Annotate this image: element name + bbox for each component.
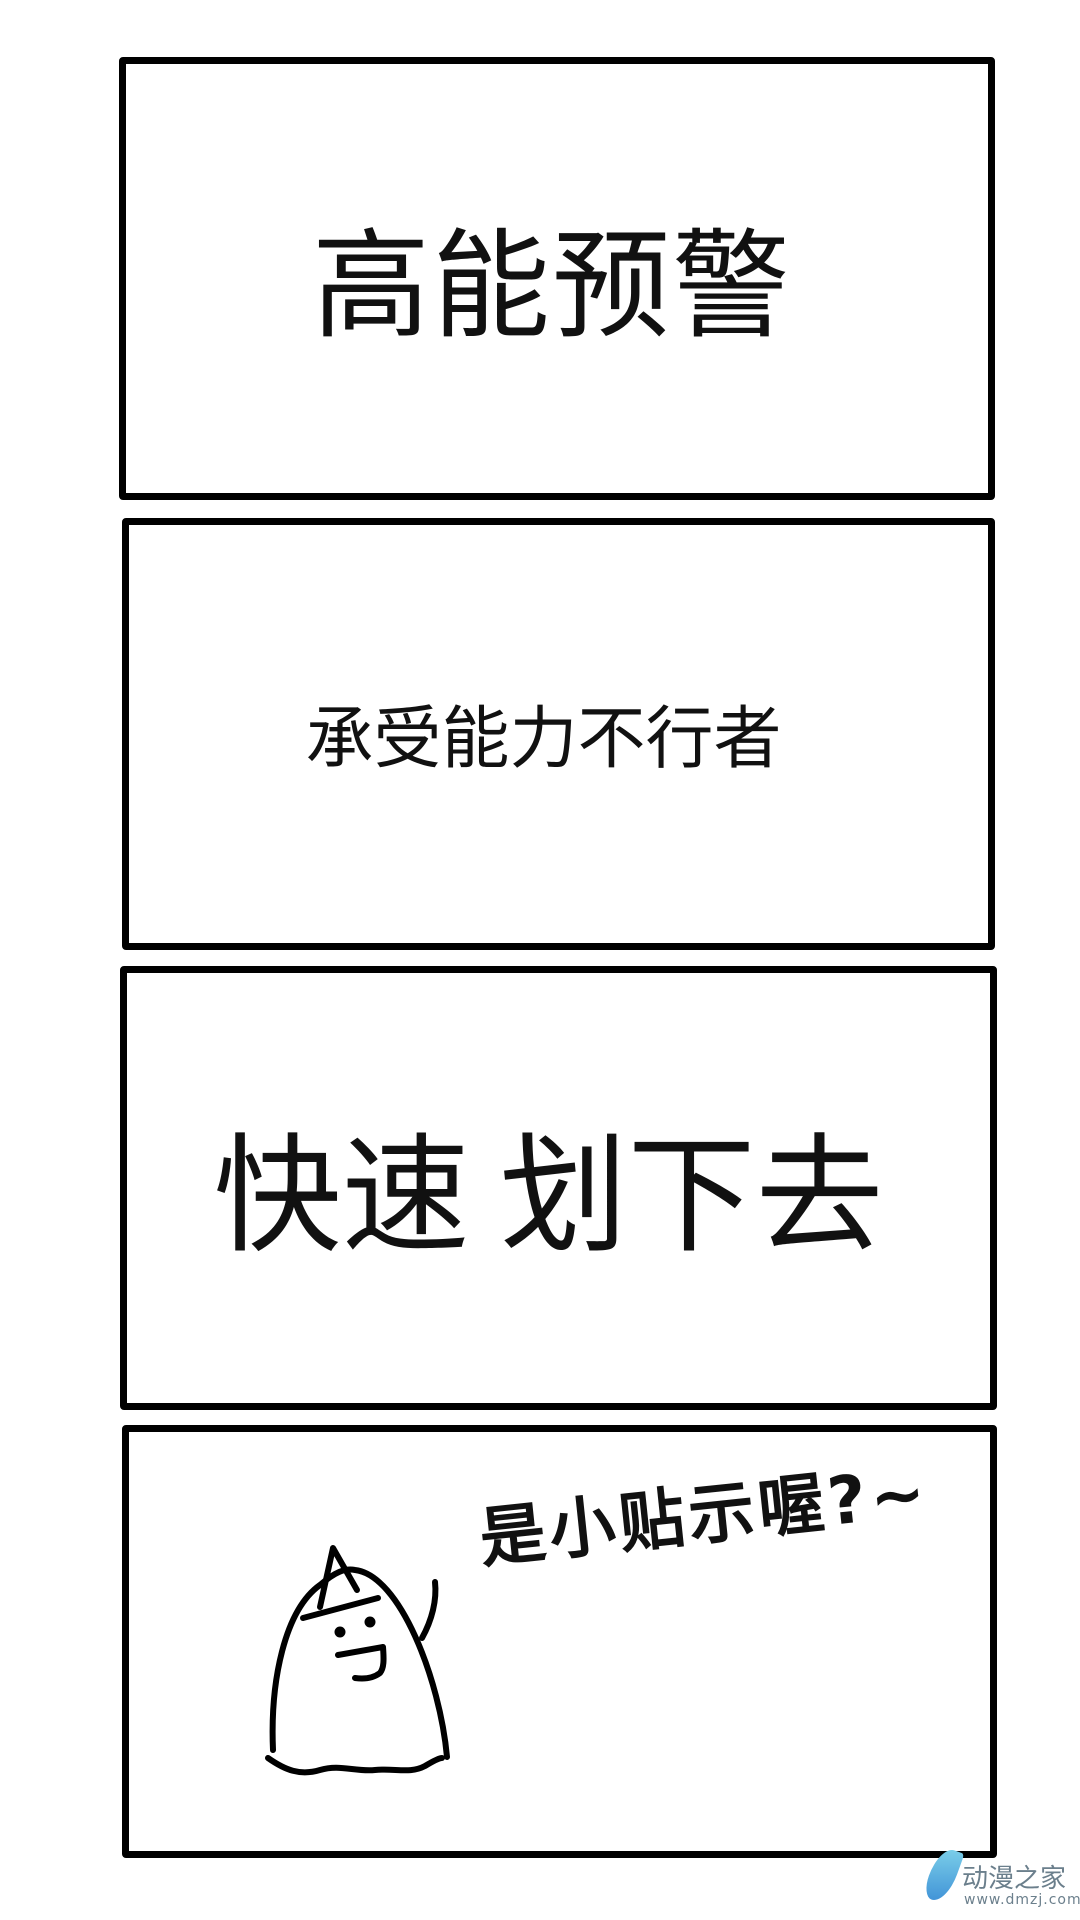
panel-4 [122,1425,997,1858]
scroll-instruction: 快速划下去 [213,1092,883,1277]
panel-1: 高能预警 [119,57,995,500]
watermark-url: www.dmzj.com [964,1892,1080,1908]
warning-subtitle: 承受能力不行者 [305,699,782,779]
watermark: 动漫之家 www.dmzj.com [921,1845,1080,1918]
panel-2: 承受能力不行者 [122,518,995,950]
warning-title: 高能预警 [311,217,792,355]
scroll-instruction-part-1: 快速 [213,1121,470,1271]
panel-3: 快速划下去 [120,966,997,1410]
watermark-name: 动漫之家 [962,1864,1067,1894]
scroll-instruction-part-2: 划下去 [499,1121,884,1271]
